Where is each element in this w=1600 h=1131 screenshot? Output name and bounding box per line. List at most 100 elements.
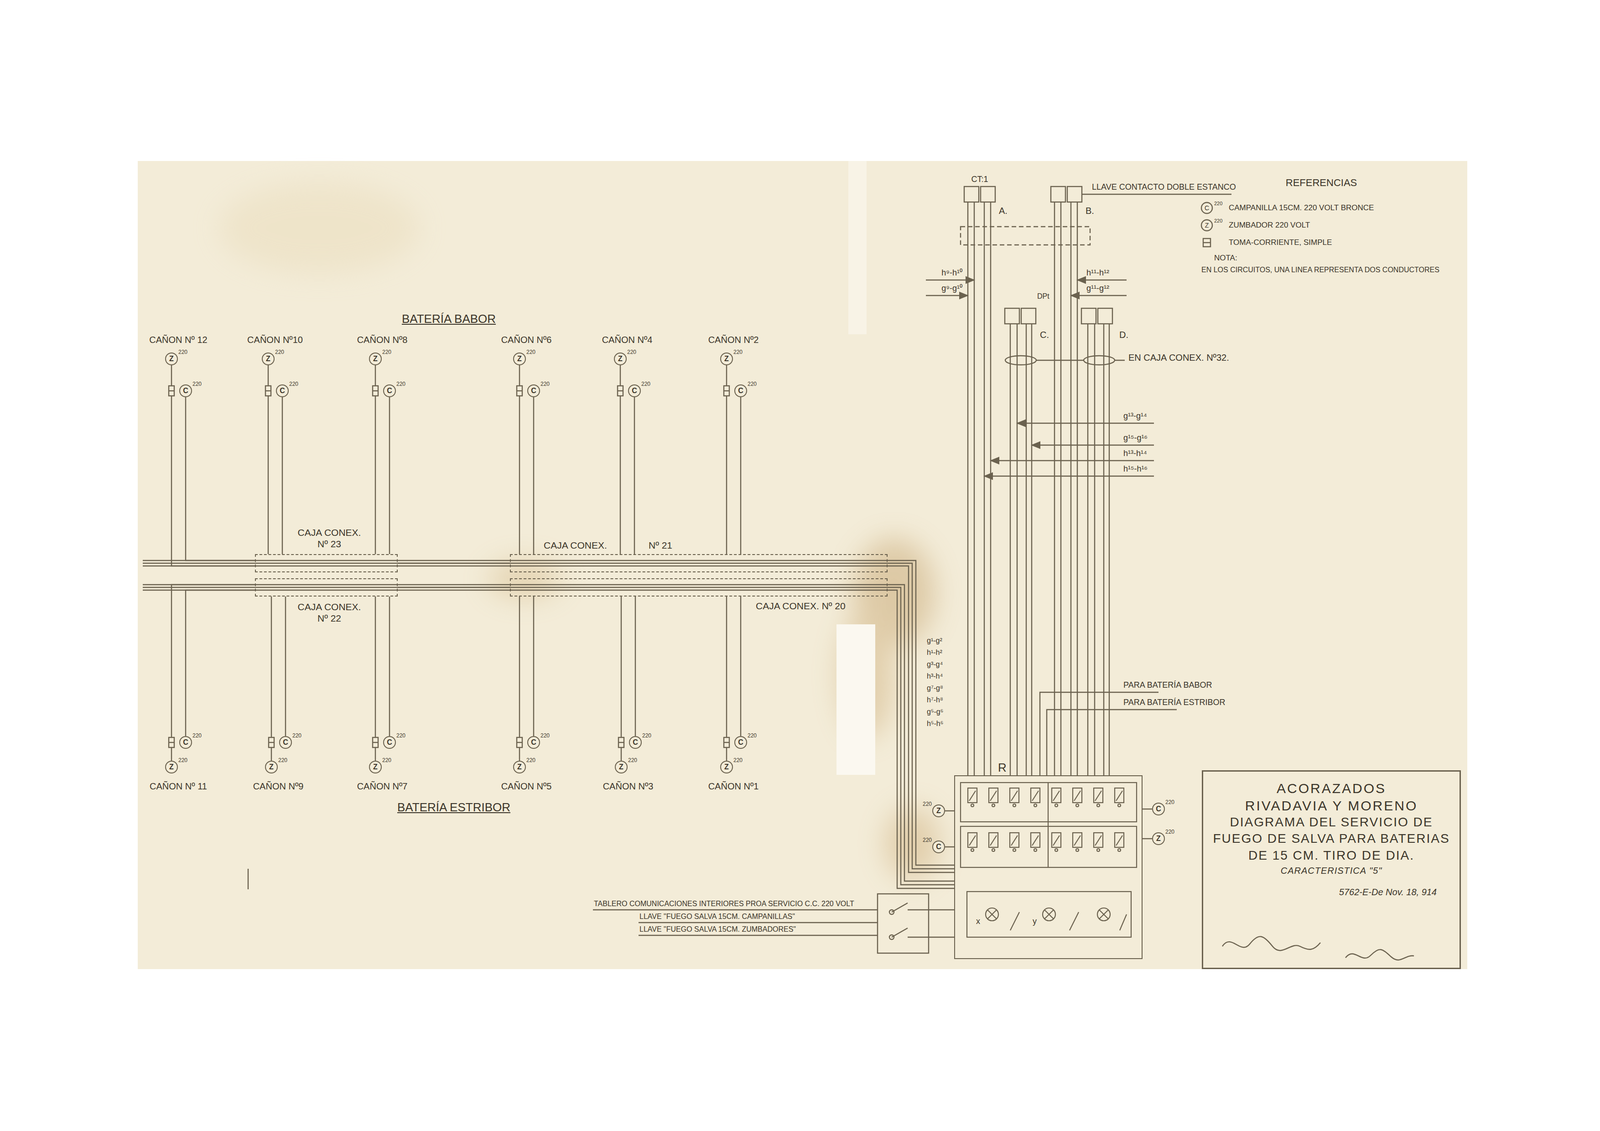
voltage-label: 220: [540, 381, 550, 388]
gun-label: CAÑON Nº3: [602, 780, 655, 792]
signature: [1345, 949, 1414, 961]
voltage-label: 220: [396, 732, 406, 739]
conductor-label: h³-h⁴: [925, 671, 944, 681]
symbol-letter: Z: [724, 355, 729, 363]
symbol-letter: Z: [517, 355, 522, 363]
conductor-label: g¹³-g¹⁴: [1122, 411, 1149, 422]
switch-b: [1067, 186, 1082, 203]
bell-symbol: C220: [383, 736, 396, 749]
voltage-label: 220: [192, 381, 202, 388]
wire-connector: [533, 596, 535, 737]
bell-symbol: C220: [179, 384, 193, 398]
symbol-letter: Z: [724, 763, 729, 771]
starboard-circuit-line: [1046, 709, 1177, 776]
conductor-label: g³-g⁴: [925, 659, 944, 669]
leader-line: [1081, 193, 1232, 195]
legend-text: CAMPANILLA 15CM. 220 VOLT BRONCE: [1228, 203, 1374, 213]
legend-symbol-text: C: [1203, 204, 1211, 213]
switch-d: [1081, 308, 1097, 324]
junction-box-label: CAJA CONEX.: [543, 539, 608, 551]
switch-blade: [891, 928, 929, 938]
conductor-label: g¹-g²: [925, 636, 944, 645]
bell-symbol: C220: [628, 384, 641, 398]
symbol-letter: C: [282, 738, 289, 747]
buzzer-symbol: Z220: [261, 352, 275, 366]
relay-symbols: [1030, 788, 1040, 807]
relay-symbols: [1030, 832, 1040, 852]
symbol-letter: Z: [373, 355, 378, 363]
wire-connector: [171, 365, 255, 567]
legend-text: ZUMBADOR 220 VOLT: [1228, 220, 1310, 230]
wire-connector: [281, 397, 283, 555]
wire-connector: [887, 563, 955, 869]
leader-line: [592, 909, 878, 936]
symbol-letter: C: [182, 387, 189, 395]
symbol-letter: C: [530, 387, 537, 395]
switch-c-wires: [1010, 323, 1032, 776]
legend-buzzer-sample: [1201, 219, 1213, 231]
switch-a: [964, 186, 979, 203]
drawing-number: 5762-E-De Nov. 18, 914: [1339, 887, 1437, 898]
conductor-label: h⁹-h¹⁰: [940, 268, 964, 279]
buzzer-symbol: Z220: [513, 760, 526, 774]
gun-label: CAÑON Nº6: [500, 334, 553, 346]
symbol-letter: C: [737, 738, 744, 747]
voltage-label: 220: [396, 381, 406, 388]
switch-label: D.: [1118, 329, 1130, 341]
buzzer-symbol: Z220: [720, 760, 733, 774]
signature: [1222, 936, 1321, 951]
gun-label: CAÑON Nº9: [252, 780, 305, 792]
symbol-letter: Z: [373, 763, 378, 771]
junction-box: CAJA CONEX. Nº 20: [509, 578, 888, 597]
junction-box: CAJA CONEX. Nº 23: [254, 554, 398, 573]
voltage-label: 220: [1165, 799, 1175, 806]
socket-symbols: [265, 385, 271, 396]
wire-connector: [389, 596, 390, 737]
title-text: ACORAZADOS: [1276, 779, 1387, 798]
gun-label: CAÑON Nº8: [356, 334, 409, 346]
legend-symbol-text: 220: [1213, 200, 1224, 207]
leader-arrow: [1031, 444, 1154, 446]
switch-label: C.: [1038, 329, 1050, 341]
switch-label: CT:1: [970, 174, 989, 185]
wire-connector: [1142, 808, 1153, 810]
buzzer-symbol: Z220: [165, 760, 178, 774]
leader-arrow: [1077, 279, 1127, 281]
socket-symbols: [618, 737, 624, 748]
socket-symbols: [516, 737, 523, 748]
gun-label: CAÑON Nº 11: [148, 780, 208, 792]
buzzer-symbol: Z220: [613, 352, 627, 366]
title-block: ACORAZADOSRIVADAVIA Y MORENODIAGRAMA DEL…: [1201, 770, 1461, 970]
socket-symbols: [268, 737, 275, 748]
relay-symbols: [988, 788, 998, 807]
bell-symbol: C220: [383, 384, 396, 398]
gun-label: CAÑON Nº4: [601, 334, 654, 346]
conductor-label: h⁷-h⁸: [925, 695, 945, 705]
wire-connector: [945, 810, 955, 812]
voltage-label: 220: [628, 757, 638, 764]
symbol-letter: C: [386, 738, 393, 747]
symbol-letter: C: [737, 387, 744, 395]
wire-connector: [185, 397, 255, 561]
connectors: [171, 365, 1153, 885]
bell-symbol: C220: [932, 840, 946, 854]
switch-c: [1021, 308, 1036, 324]
switchboard-label: LLAVE "FUEGO SALVA 15CM. ZUMBADORES": [638, 924, 797, 934]
wire-connector: [887, 587, 955, 885]
relay-symbols: [966, 891, 1132, 938]
voltage-label: 220: [642, 732, 652, 739]
junction-box-label: CAJA CONEX. Nº 20: [755, 600, 846, 612]
wire-connector: [270, 596, 272, 761]
leader-arrow: [925, 295, 968, 297]
relay-symbols: [987, 909, 997, 920]
switchboard-label: LLAVE "FUEGO SALVA 15CM. CAMPANILLAS": [638, 912, 796, 921]
buzzer-symbol: Z220: [614, 760, 628, 774]
conductor-label: h¹⁵-h¹⁶: [1122, 464, 1149, 475]
buzzer-symbol: Z220: [368, 352, 382, 366]
bell-symbol: C220: [628, 736, 642, 749]
leader-line: [1036, 359, 1125, 361]
symbol-letter: Z: [517, 763, 522, 771]
legend-socket-sample: [1203, 242, 1211, 244]
legend-bell-sample: [1201, 202, 1213, 214]
